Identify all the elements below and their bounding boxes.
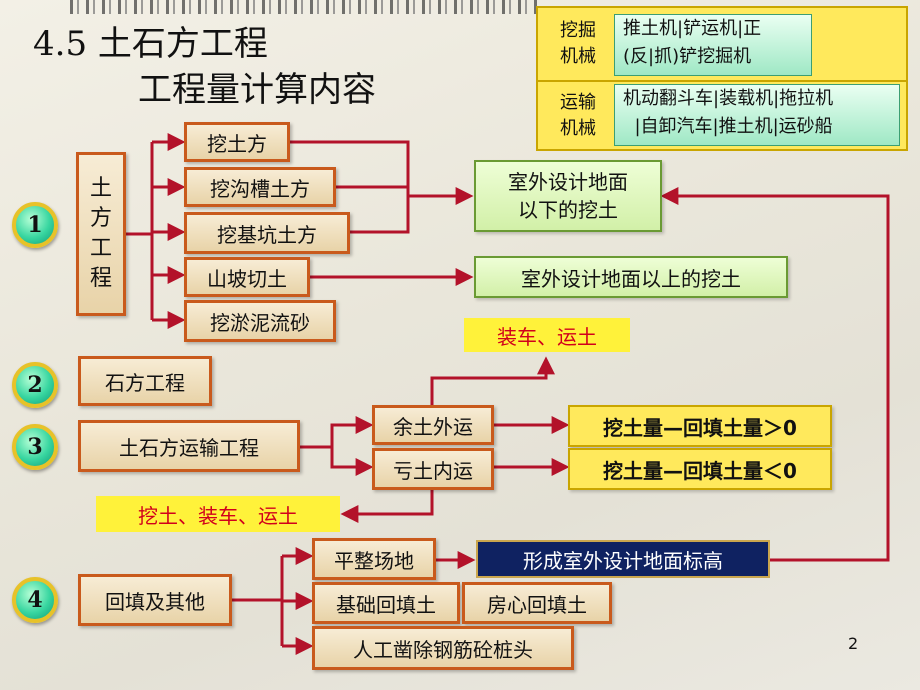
earthwork-item: 山坡切土: [184, 257, 310, 297]
connector: [350, 196, 410, 234]
result-above-ground: 室外设计地面以上的挖土: [474, 256, 788, 298]
transport-machinery-label: 运输 机械: [560, 92, 596, 139]
grading-result-box: 形成室外设计地面标高: [476, 540, 770, 578]
top-decorative-bar: [70, 0, 540, 14]
dig-load-transport-label: 挖土、装车、运土: [96, 496, 340, 532]
section-number-badge: 1: [12, 202, 58, 248]
excavation-machinery-label: 挖掘 机械: [560, 20, 596, 67]
deficit-import-box: 亏土内运: [372, 448, 494, 490]
section-stonework: 石方工程: [78, 356, 212, 406]
section-earthwork: 土 方 工 程: [76, 152, 126, 316]
earthwork-item: 挖土方: [184, 122, 290, 162]
section-number-badge: 3: [12, 424, 58, 470]
room-backfill-box: 房心回填土: [462, 582, 612, 624]
section-title: 4.5 土石方工程: [33, 24, 268, 64]
connector: [340, 488, 434, 523]
connector: [330, 447, 374, 476]
surplus-export-box: 余土外运: [372, 405, 494, 445]
earthwork-item: 挖沟槽土方: [184, 167, 336, 207]
connector: [660, 187, 890, 562]
page-number: 2: [848, 634, 859, 653]
panel-divider: [538, 80, 906, 82]
page-subtitle: 工程量计算内容: [138, 70, 376, 110]
surplus-formula: 挖土量—回填土量＞0: [568, 405, 832, 447]
machinery-panel: 挖掘 机械 推土机|铲运机|正 (反|抓)铲挖掘机 运输 机械 机动翻斗车|装载…: [536, 6, 908, 151]
foundation-backfill-box: 基础回填土: [312, 582, 460, 624]
section-backfill: 回填及其他: [78, 574, 232, 626]
section-number-badge: 2: [12, 362, 58, 408]
earthwork-item: 挖淤泥流砂: [184, 300, 336, 342]
pile-head-removal-box: 人工凿除钢筋砼桩头: [312, 626, 574, 670]
load-transport-label: 装车、运土: [464, 318, 630, 352]
result-below-ground: 室外设计地面 以下的挖土: [474, 160, 662, 232]
section-number-badge: 4: [12, 577, 58, 623]
connector: [290, 140, 410, 196]
connector: [430, 356, 555, 408]
site-grading-box: 平整场地: [312, 538, 436, 580]
deficit-formula: 挖土量—回填土量＜0: [568, 448, 832, 490]
section-transport: 土石方运输工程: [78, 420, 300, 472]
transport-machinery-value: 机动翻斗车|装载机|拖拉机 |自卸汽车|推土机|运砂船: [614, 84, 900, 146]
excavation-machinery-value: 推土机|铲运机|正 (反|抓)铲挖掘机: [614, 14, 812, 76]
earthwork-item: 挖基坑土方: [184, 212, 350, 254]
connector: [300, 416, 374, 449]
